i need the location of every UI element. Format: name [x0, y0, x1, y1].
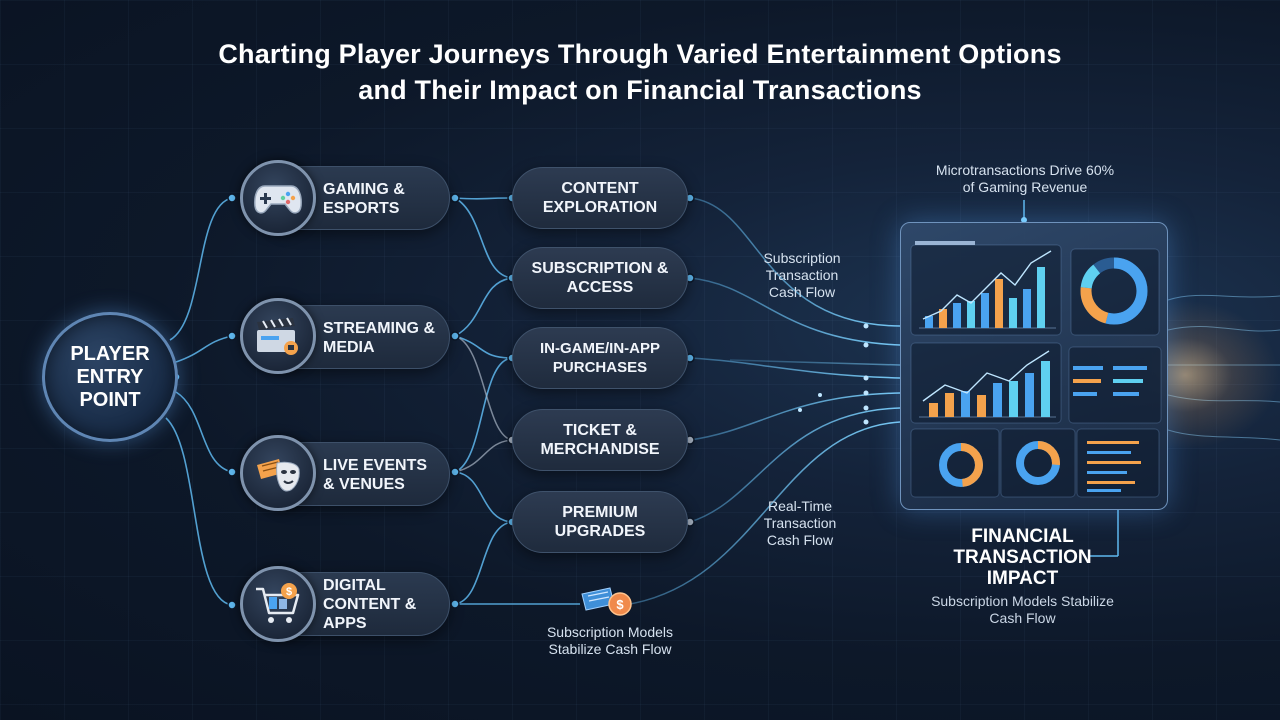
- annotation-subscription-models: Subscription Models Stabilize Cash Flow: [546, 624, 674, 657]
- entry-label: PLAYER ENTRY POINT: [70, 342, 150, 411]
- stage-premium-upgrades: PREMIUM UPGRADES: [512, 491, 688, 553]
- shopping-cart-icon: $: [256, 583, 300, 623]
- stage-subscription-access: SUBSCRIPTION & ACCESS: [512, 247, 688, 309]
- stage-ticket-merchandise: TICKET & MERCHANDISE: [512, 409, 688, 471]
- category-gaming-badge: [240, 160, 316, 236]
- annotation-subscription-flow: Subscription Transaction Cash Flow: [763, 250, 841, 300]
- category-gaming-label: GAMING & ESPORTS: [323, 181, 405, 217]
- financial-impact-title: FINANCIAL TRANSACTION IMPACT: [953, 526, 1092, 589]
- analytics-dashboard: [900, 222, 1168, 510]
- ticket-coin-icon: $: [581, 587, 632, 616]
- stage-label: IN-GAME/IN-APP PURCHASES: [540, 340, 660, 376]
- player-entry-point-node: PLAYER ENTRY POINT: [42, 312, 178, 442]
- stage-label: SUBSCRIPTION & ACCESS: [531, 260, 669, 296]
- category-digital-badge: $: [240, 566, 316, 642]
- stage-content-exploration: CONTENT EXPLORATION: [512, 167, 688, 229]
- clapperboard-icon: [257, 317, 298, 355]
- svg-text:$: $: [286, 586, 292, 598]
- svg-text:$: $: [616, 597, 624, 612]
- annotation-realtime-flow: Real-Time Transaction Cash Flow: [763, 498, 837, 548]
- stage-label: PREMIUM UPGRADES: [554, 504, 646, 540]
- analytics-dashboard-icon: [910, 241, 1162, 498]
- category-live-events-label: LIVE EVENTS & VENUES: [323, 457, 428, 493]
- page-title: Charting Player Journeys Through Varied …: [0, 36, 1280, 108]
- category-digital-label: DIGITAL CONTENT & APPS: [323, 577, 417, 632]
- gamepad-icon: [254, 185, 302, 214]
- financial-impact-subtitle: Subscription Models Stabilize Cash Flow: [931, 593, 1114, 626]
- annotation-microtransactions: Microtransactions Drive 60% of Gaming Re…: [935, 162, 1115, 195]
- category-streaming-badge: [240, 298, 316, 374]
- ticket-mask-icon: [257, 459, 300, 492]
- category-streaming-label: STREAMING & MEDIA: [323, 320, 435, 356]
- stage-label: TICKET & MERCHANDISE: [540, 422, 660, 458]
- title-line-2: and Their Impact on Financial Transactio…: [358, 75, 922, 105]
- title-line-1: Charting Player Journeys Through Varied …: [218, 39, 1062, 69]
- stage-in-app-purchases: IN-GAME/IN-APP PURCHASES: [512, 327, 688, 389]
- category-live-events-badge: [240, 435, 316, 511]
- stage-label: CONTENT EXPLORATION: [542, 180, 658, 216]
